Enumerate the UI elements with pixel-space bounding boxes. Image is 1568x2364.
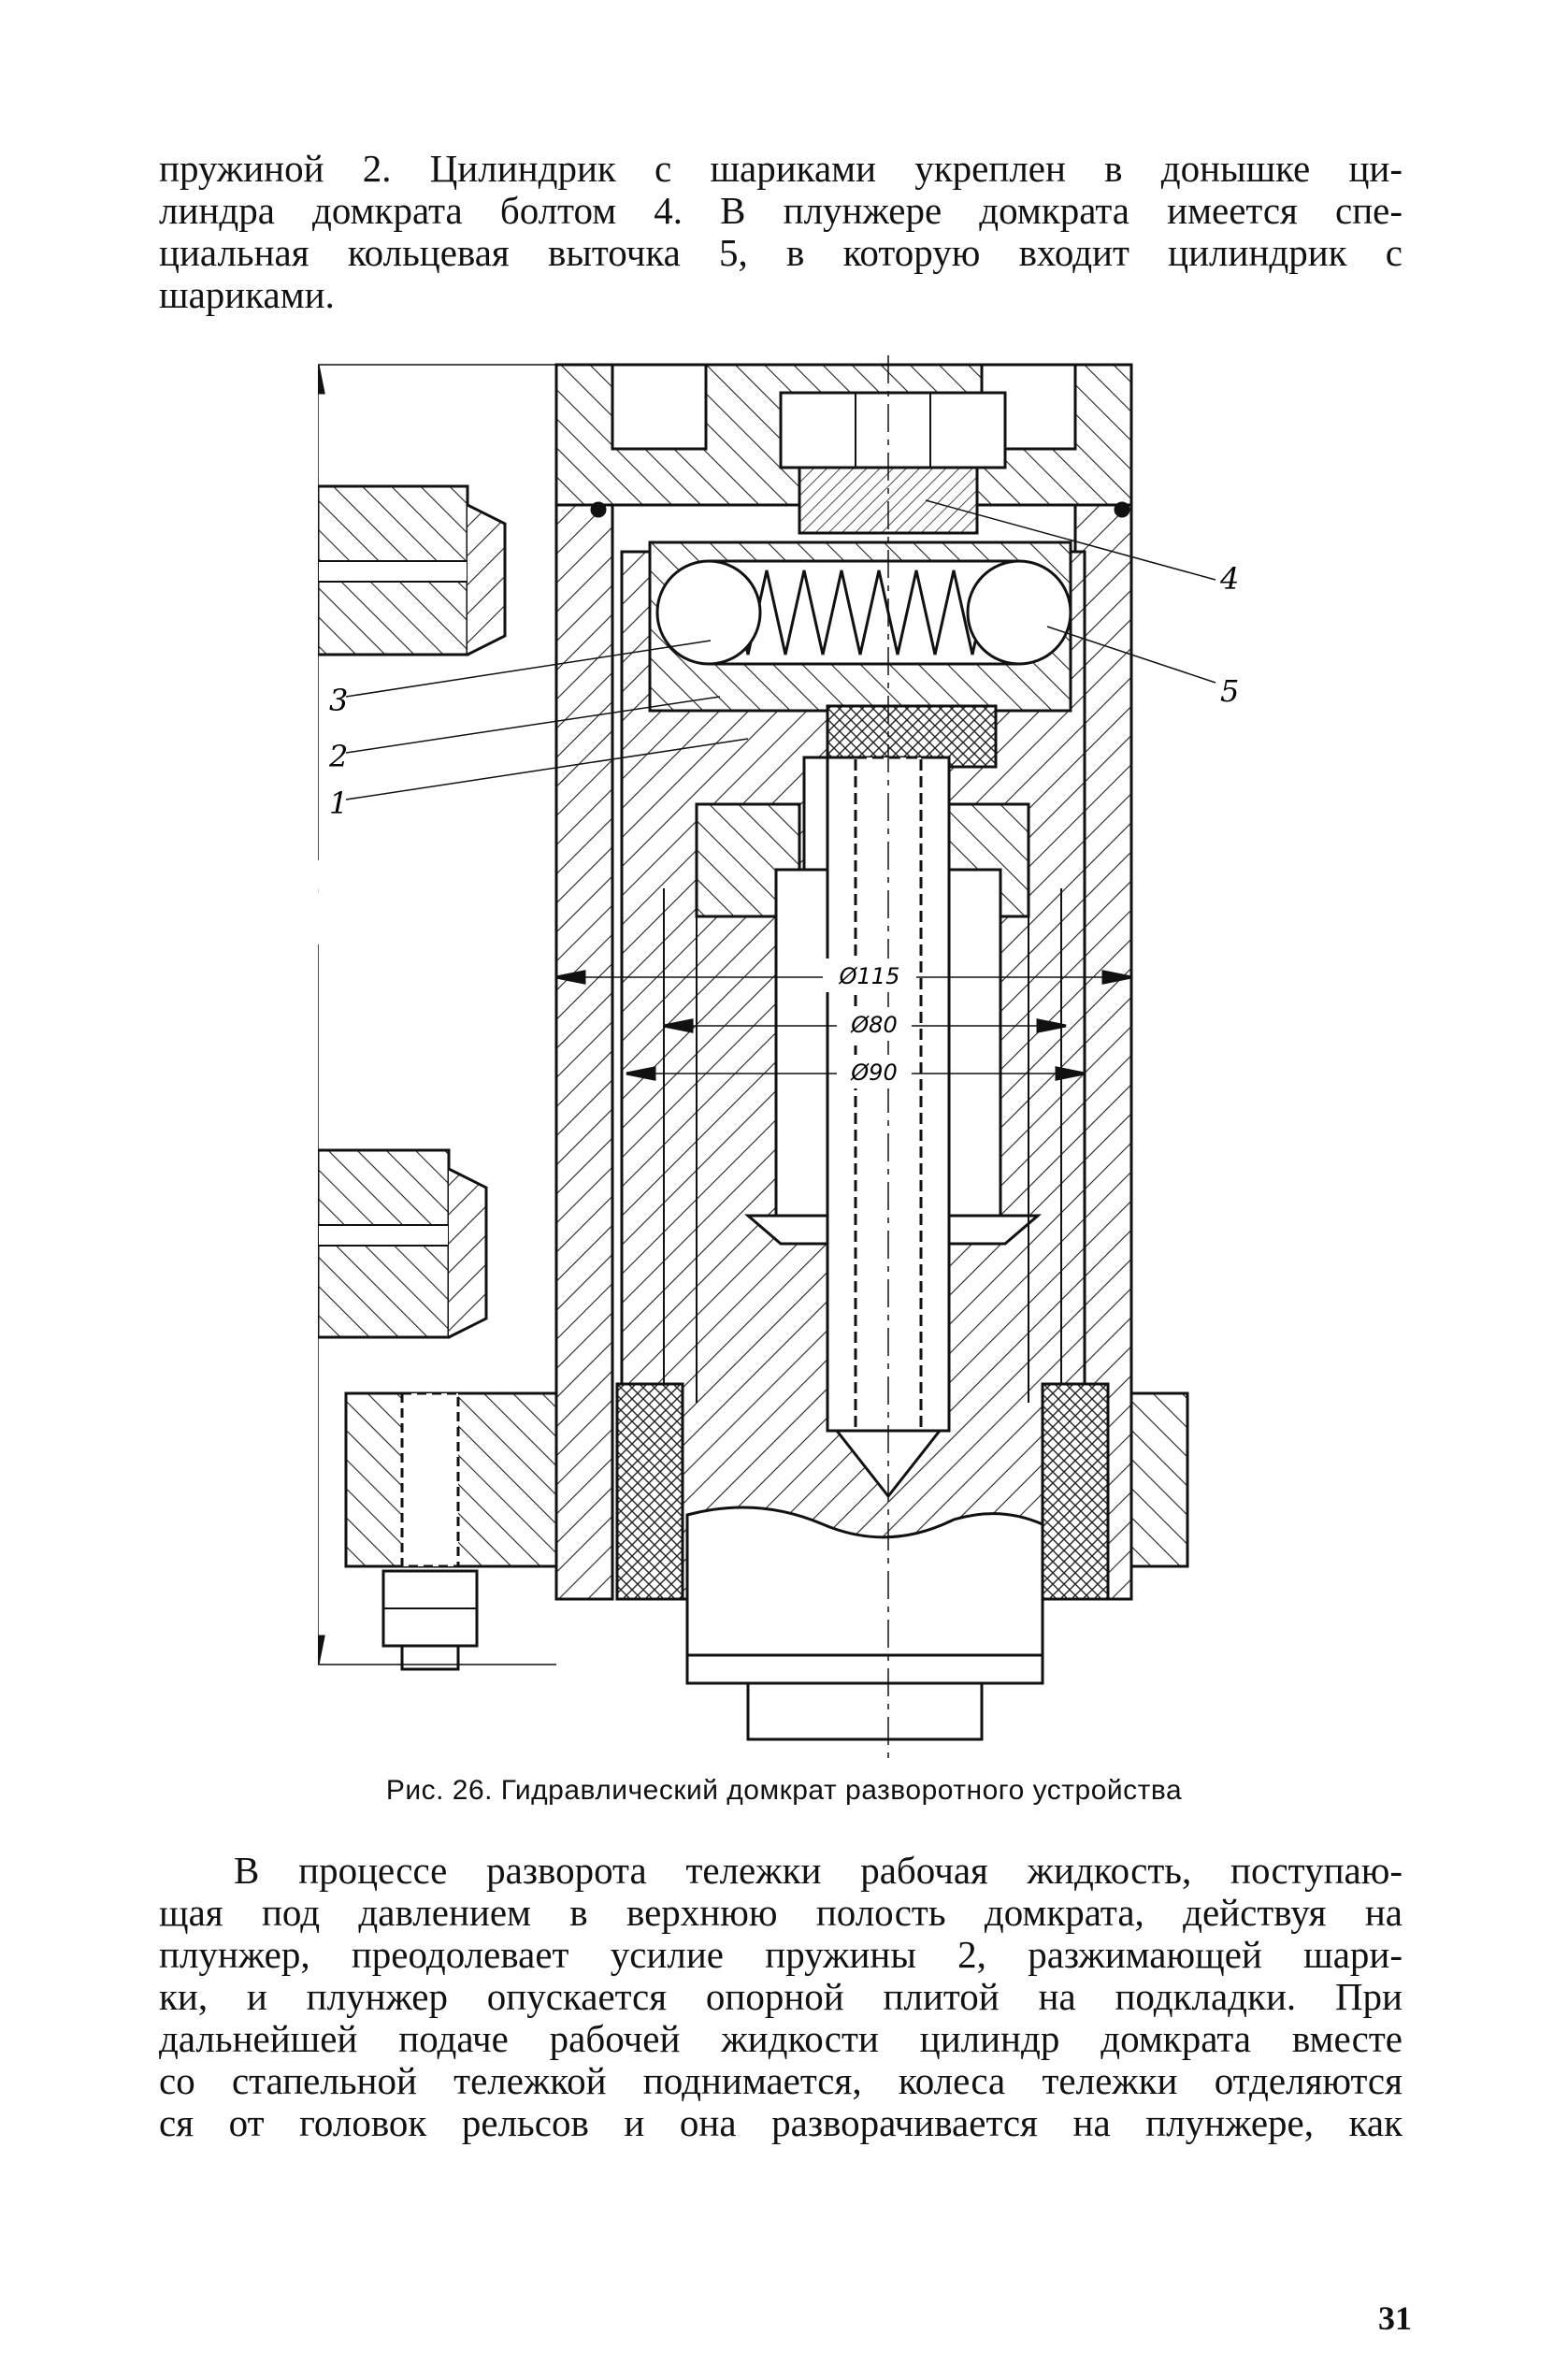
page-number: 31: [1378, 2299, 1412, 2337]
dim-d115: Ø115: [839, 963, 900, 989]
ball-right: [966, 559, 1072, 666]
callout-1: 1: [329, 786, 348, 821]
text-line: шариками.: [159, 273, 335, 316]
text-line: пружиной 2. Цилиндрик с шариками укрепле…: [159, 147, 1403, 190]
text-line: щая под давлением в верхнюю полость домк…: [159, 1891, 1403, 1934]
text-line: ки, и плунжер опускается опорной плитой …: [159, 1975, 1403, 2018]
base-lug: [746, 1681, 984, 1741]
text-line: линдра домкрата болтом 4. В плунжере дом…: [159, 189, 1403, 232]
callout-3: 3: [329, 683, 348, 718]
figure-caption: Рис. 26. Гидравлический домкрат разворот…: [385, 1775, 1183, 1806]
text-line: В процессе разворота тележки рабочая жид…: [234, 1849, 1403, 1892]
top-paragraph: пружиной 2. Цилиндрик с шариками укрепле…: [159, 148, 1403, 316]
spring-2: [727, 569, 993, 656]
ball-left: [655, 559, 762, 666]
text-line: плунжер, преодолевает усилие пружины 2, …: [159, 1933, 1403, 1976]
dim-d80: Ø80: [850, 1012, 897, 1038]
body-paragraph: В процессе разворота тележки рабочая жид…: [159, 1850, 1403, 2144]
text-line: циальная кольцевая выточка 5, в которую …: [159, 231, 1403, 274]
seal-pack-right: [1041, 1382, 1110, 1601]
seal-pack-left: [615, 1382, 684, 1601]
dim-d90: Ø90: [850, 1059, 897, 1086]
callout-5: 5: [1220, 673, 1239, 709]
dim-height: 245: [318, 881, 324, 924]
text-line: со стапельной тележкой поднимается, коле…: [159, 2059, 1403, 2102]
callout-2: 2: [328, 739, 348, 774]
callout-4: 4: [1219, 561, 1239, 597]
bolt-4-head: [779, 391, 1007, 469]
text-line: дальнейшей подаче рабочей жидкости цилин…: [159, 2017, 1403, 2060]
text-line: ся от головок рельсов и она разворачивае…: [159, 2101, 1403, 2144]
hydraulic-jack-drawing: Ø115 Ø80 Ø90 245 3 2 1 4 5: [318, 355, 1239, 1758]
